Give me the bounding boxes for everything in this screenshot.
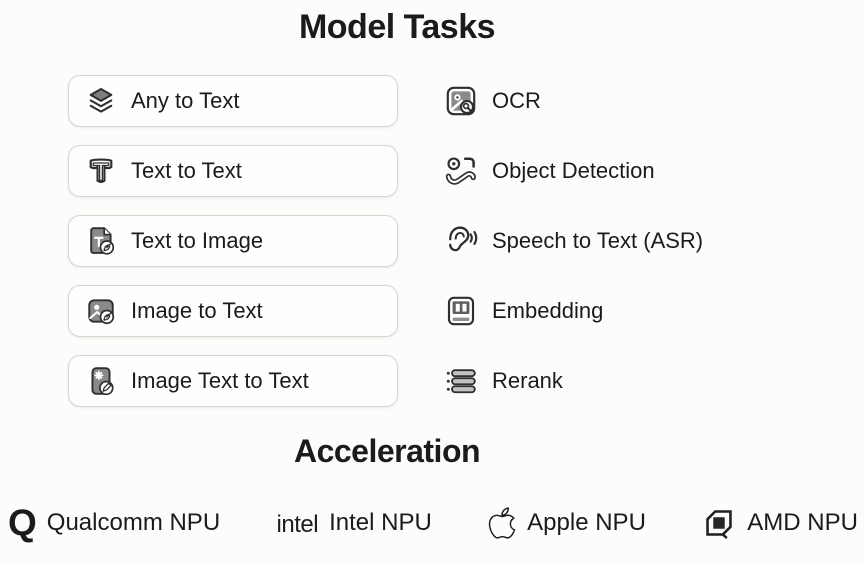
task-item-label: Speech to Text (ASR): [492, 228, 704, 253]
accel-item-qualcomm: Q Qualcomm NPU: [8, 502, 221, 544]
model-tasks-heading: Model Tasks: [298, 8, 496, 46]
task-button-text-to-image[interactable]: Text to Image: [68, 215, 398, 267]
layers-icon: [85, 85, 117, 117]
accel-item-apple: Apple NPU: [488, 506, 646, 540]
accel-item-intel: intel Intel NPU: [277, 508, 432, 539]
intel-logo: intel: [276, 510, 319, 538]
accel-item-label: AMD NPU: [747, 509, 858, 536]
task-button-text-to-text[interactable]: Text to Text: [68, 145, 398, 197]
task-button-any-to-text[interactable]: Any to Text: [68, 75, 398, 127]
task-button-image-to-text[interactable]: Image to Text: [68, 285, 398, 337]
letter-t-icon: [85, 155, 117, 187]
task-button-image-text-to-text[interactable]: Image Text to Text: [68, 355, 398, 407]
task-button-label: Image to Text: [131, 298, 263, 323]
task-item-label: Object Detection: [492, 158, 655, 183]
accel-item-label: Qualcomm NPU: [46, 508, 221, 536]
acceleration-heading: Acceleration: [293, 433, 481, 469]
accel-item-amd: AMD NPU: [702, 506, 858, 540]
task-button-label: Text to Text: [131, 158, 242, 183]
task-item-embedding: Embedding: [443, 285, 703, 337]
object-scan-icon: [443, 153, 479, 189]
stacked-bars-icon: [443, 363, 479, 399]
task-item-label: OCR: [492, 88, 541, 113]
apple-logo: [488, 506, 516, 540]
task-list-column: OCR Object Detection: [443, 75, 703, 407]
task-item-label: Embedding: [492, 298, 604, 323]
task-columns: Any to Text Text to Text: [0, 75, 864, 407]
task-item-label: Rerank: [492, 368, 563, 393]
qualcomm-q-logo: Q: [8, 502, 37, 544]
task-item-ocr: OCR: [443, 75, 703, 127]
accel-item-label: Apple NPU: [527, 509, 646, 536]
amd-logo: [702, 506, 736, 540]
task-button-label: Image Text to Text: [131, 368, 309, 393]
ear-sound-icon: [443, 223, 479, 259]
task-item-object-detection: Object Detection: [443, 145, 703, 197]
document-pen-icon: [85, 225, 117, 257]
image-pen-icon: [85, 295, 117, 327]
accel-item-label: Intel NPU: [329, 509, 432, 536]
task-item-speech-to-text: Speech to Text (ASR): [443, 215, 703, 267]
task-button-label: Any to Text: [131, 88, 240, 113]
task-button-column: Any to Text Text to Text: [68, 75, 398, 407]
image-sparkle-pencil-icon: [85, 365, 117, 397]
task-item-rerank: Rerank: [443, 355, 703, 407]
task-button-label: Text to Image: [131, 228, 264, 253]
acceleration-row: Q Qualcomm NPU intel Intel NPU Apple NPU: [0, 502, 864, 544]
image-magnifier-icon: [443, 83, 479, 119]
embedding-card-icon: [443, 293, 479, 329]
